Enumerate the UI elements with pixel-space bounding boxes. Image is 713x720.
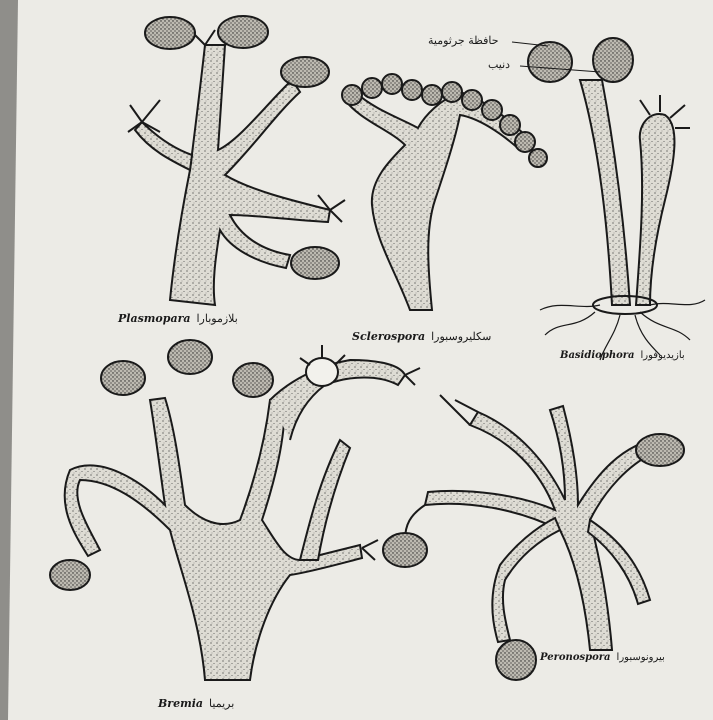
basidiophora-caption: Basidiophora بازيديوفورا	[560, 350, 685, 361]
sclerospora-latin-label: Sclerospora	[352, 330, 425, 343]
plasmopara-arabic-label: بلازموبارا	[197, 312, 238, 325]
plasmopara-latin-label: Plasmopara	[118, 312, 191, 325]
basidiophora-arabic-label: بازيديوفورا	[641, 350, 685, 361]
pedicel-annotation: دنيب	[488, 58, 510, 71]
bremia-arabic-label: بريميا	[209, 697, 234, 710]
sporangium-holder-annotation: حافظة جرثومية	[428, 34, 499, 47]
sclerospora-caption: Sclerospora سكليروسبورا	[352, 330, 491, 343]
peronospora-caption: Peronospora بيرونوسبورا	[540, 652, 665, 663]
sclerospora-arabic-label: سكليروسبورا	[431, 330, 491, 343]
plasmopara-caption: Plasmopara بلازموبارا	[118, 312, 238, 325]
bremia-caption: Bremia بريميا	[158, 697, 234, 710]
bremia-latin-label: Bremia	[158, 697, 203, 710]
basidiophora-latin-label: Basidiophora	[560, 350, 635, 361]
peronospora-arabic-label: بيرونوسبورا	[617, 652, 665, 663]
peronospora-latin-label: Peronospora	[540, 652, 611, 663]
